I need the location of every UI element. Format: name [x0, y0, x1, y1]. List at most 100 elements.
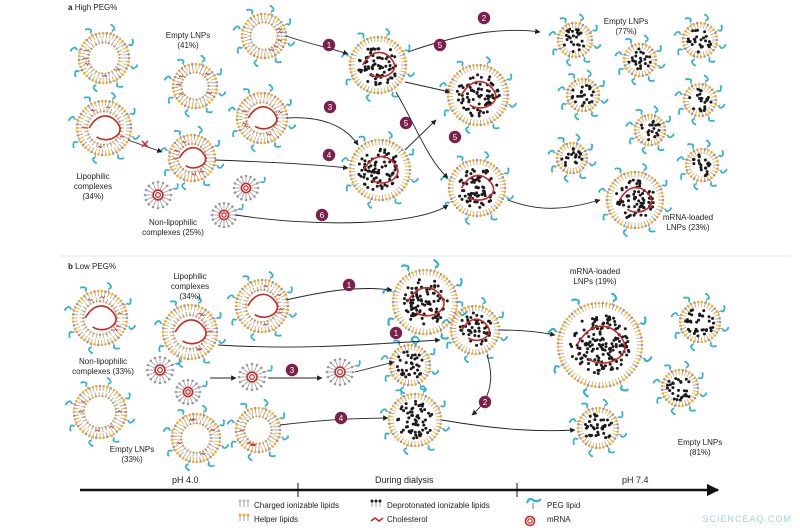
panel-a-label: High PEG%	[74, 3, 118, 12]
b-loaded-pct: LNPs (19%)	[573, 277, 617, 286]
legend-cholesterol: Cholesterol	[387, 515, 427, 524]
a-final-empty-5	[674, 74, 726, 126]
a-fused-intermediate-2	[341, 131, 419, 209]
b-lipophilic-complex-2	[154, 296, 226, 368]
b-nonlipophilic-complex-1	[145, 355, 181, 385]
b-fused-intermediate-1	[382, 259, 468, 345]
a-arrow-1	[285, 35, 349, 56]
a-lipophilic-complex-2	[159, 125, 225, 191]
legend-mrna-text: mRNA	[547, 515, 571, 524]
watermark: SCIENCEAQ.COM	[702, 514, 792, 524]
b-final-empty-2	[652, 360, 708, 416]
deprotonated-lipid-icon	[370, 499, 382, 507]
a-lipo-pct: (34%)	[82, 192, 104, 201]
b-lipo-name2: complexes	[170, 282, 210, 291]
a-blocked-arrow	[127, 139, 163, 153]
b-empty-left-name: Empty LNPs	[109, 445, 155, 454]
b-nonlipo-pct: complexes (33%)	[72, 367, 134, 376]
a-empty-lnp-1	[70, 24, 138, 92]
a-arrow-5c	[404, 119, 437, 151]
b-nonlipophilic-complex-2	[174, 378, 208, 406]
mrna-icon	[524, 515, 536, 527]
b-empty-lnp-2	[162, 404, 230, 472]
a-final-empty-6	[625, 105, 675, 155]
panel-b-label: Low PEG%	[75, 262, 117, 271]
b-final-loaded-lnp	[547, 292, 653, 398]
a-final-loaded-lnp	[598, 163, 672, 237]
b-lipophilic-complex-3	[227, 271, 297, 341]
legend-peg: PEG lipid	[547, 501, 580, 510]
b-arrow-2	[471, 354, 492, 416]
a-badge-5a: 5	[433, 38, 447, 52]
b-arrow-final-1	[499, 329, 556, 337]
phase-ph74: pH 7.4	[622, 475, 649, 485]
legend-charged: Charged ionizable lipids	[254, 501, 339, 510]
panel-b-title: b Low PEG%	[68, 262, 116, 271]
a-final-empty-4	[557, 69, 609, 121]
b-badge-3: 3	[285, 363, 299, 377]
peg-lipid-icon	[525, 497, 542, 509]
a-final-empty-3	[673, 13, 727, 67]
b-empty-right-name: Empty LNPs	[677, 438, 723, 447]
a-arrow-6	[235, 204, 449, 224]
a-empty-left-name: Empty LNPs	[165, 31, 211, 40]
b-fused-intermediate-2	[441, 296, 509, 364]
a-nonlipophilic-complex-2	[232, 174, 266, 202]
a-arrow-3	[286, 117, 359, 146]
a-badge-5b: 5	[399, 116, 413, 130]
a-arrow-7	[507, 198, 601, 209]
a-loaded-pct: LNPs (23%)	[666, 223, 710, 232]
a-nonlipo-name: Non-lipophilic	[148, 218, 198, 227]
cholesterol-icon	[370, 517, 384, 522]
a-empty-lnp-3	[232, 4, 296, 68]
a-lipo-name2: complexes	[73, 182, 113, 191]
legend-chol-text: Cholesterol	[387, 515, 428, 524]
b-empty-lnp-3	[226, 398, 290, 462]
b-lipo-pct: (34%)	[179, 292, 201, 301]
a-badge-3: 3	[323, 100, 337, 114]
a-lipophilic-complex-1	[68, 92, 140, 164]
a-final-empty-8	[676, 139, 728, 191]
helper-lipid-icon	[238, 513, 250, 521]
b-empty-lnps-right-label: Empty LNPs(81%)	[672, 438, 728, 458]
b-badge-2: 2	[478, 395, 492, 409]
a-badge-2: 2	[477, 11, 491, 25]
legend-charged-text: Charged ionizable lipids	[254, 501, 339, 510]
a-badge-6: 6	[315, 208, 329, 222]
legend-helper: Helper lipids	[254, 515, 298, 524]
a-nonlipophilic-complex-1	[143, 180, 179, 210]
b-fused-intermediate-3	[380, 335, 440, 395]
a-fused-intermediate-4	[440, 151, 514, 225]
a-final-empty-7	[547, 133, 597, 183]
legend-helper-text: Helper lipids	[254, 515, 299, 524]
b-nonlipo-name: Non-lipophilic	[78, 357, 128, 366]
a-arrow-5a	[404, 81, 451, 94]
b-nonlipophilic-complex-3	[237, 362, 273, 392]
a-nonlipophilic-complex-3	[210, 201, 244, 229]
b-arrow-final-2	[441, 419, 576, 433]
b-empty-lnp-1	[65, 377, 135, 447]
particles-layer	[64, 4, 730, 472]
b-loaded-name: mRNA-loaded	[569, 267, 621, 276]
legend-deprotonated: Deprotonated ionizable lipids	[387, 501, 490, 510]
blocked-cross-icon	[141, 140, 149, 148]
b-lipo-name: Lipophilic	[173, 272, 207, 281]
a-empty-lnp-2	[163, 54, 227, 118]
a-lipophilic-complex-3	[228, 84, 296, 152]
a-arrow-5b	[395, 91, 449, 179]
a-empty-lnps-left-label: Empty LNPs(41%)	[160, 31, 216, 51]
a-empty-right-name: Empty LNPs	[603, 17, 649, 26]
b-arrow-1b	[217, 337, 441, 348]
b-badge-1b: 1	[389, 326, 403, 340]
a-final-empty-2	[614, 34, 666, 86]
a-badge-5c: 5	[448, 130, 462, 144]
legend-deprot-text: Deprotonated ionizable lipids	[387, 501, 490, 510]
panel-a-title: a High PEG%	[68, 3, 117, 12]
a-fused-intermediate-3	[439, 56, 517, 134]
phase-dialysis: During dialysis	[375, 475, 434, 485]
